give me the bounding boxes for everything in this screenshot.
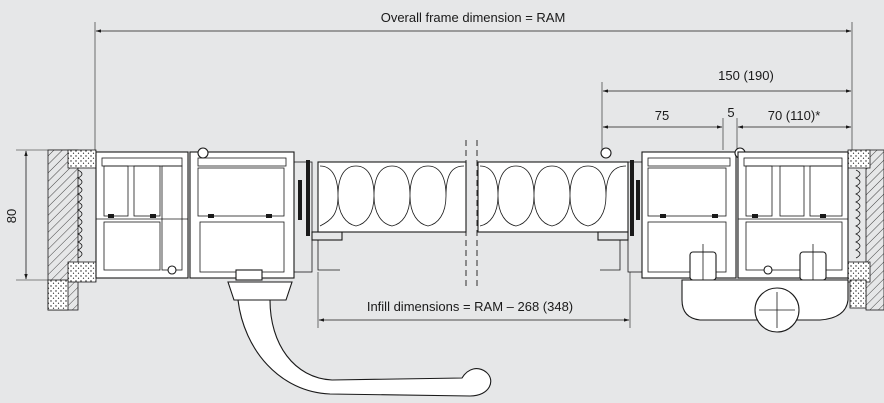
left-sash-profile xyxy=(189,147,343,279)
dimension-height: 80 xyxy=(4,149,70,281)
door-handle xyxy=(227,269,492,397)
right-wall xyxy=(847,149,884,311)
dimension-75-label: 75 xyxy=(655,108,669,123)
overall-dimension-label: Overall frame dimension = RAM xyxy=(381,10,566,25)
hinge-hardware xyxy=(681,244,849,333)
infill-panel xyxy=(317,140,629,290)
overall-dimension: Overall frame dimension = RAM xyxy=(94,10,853,152)
dimension-80-label: 80 xyxy=(4,209,19,223)
dimension-150: 150 (190) xyxy=(601,68,852,150)
dimension-70-label: 70 (110)* xyxy=(768,108,821,123)
left-frame-profile xyxy=(95,151,189,279)
right-sash-profile xyxy=(597,147,746,279)
dimension-chain: 75 5 70 (110)* xyxy=(602,105,852,150)
dimension-150-label: 150 (190) xyxy=(718,68,774,83)
infill-dimension-label: Infill dimensions = RAM – 268 (348) xyxy=(367,299,573,314)
dimension-5-label: 5 xyxy=(727,105,734,120)
infill-dimension: Infill dimensions = RAM – 268 (348) xyxy=(317,272,631,328)
right-frame-profile xyxy=(737,151,849,279)
left-wall xyxy=(47,149,97,311)
